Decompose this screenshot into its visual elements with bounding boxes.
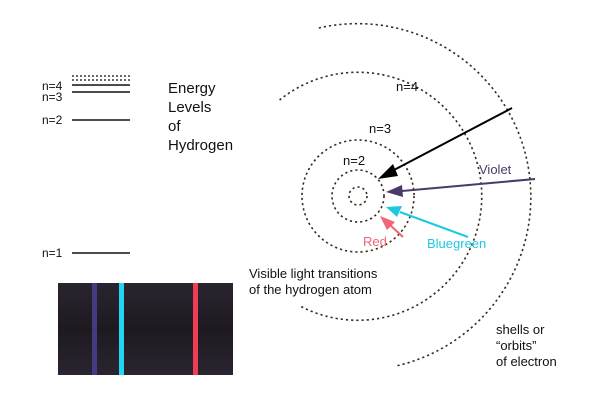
- orbit-n2: [331, 169, 385, 223]
- title-line-1: Energy: [168, 80, 216, 97]
- orbit-n5: [318, 22, 532, 367]
- orbit-n3: [301, 139, 415, 253]
- energy-level-lines: [72, 75, 130, 254]
- title-line-3: of: [168, 118, 181, 135]
- shells-line-2: “orbits”: [496, 338, 537, 353]
- shells-label: shells or “orbits” of electron: [496, 322, 557, 370]
- energy-label-n3: n=3: [42, 90, 63, 104]
- orbit-label-n3: n=3: [369, 121, 392, 136]
- orbit-n1: [348, 186, 368, 206]
- arrow-red-head: [380, 216, 395, 230]
- arrow-bluegreen: [399, 211, 469, 238]
- arrow-red: [389, 224, 404, 238]
- caption-line-2: of the hydrogen atom: [249, 282, 372, 297]
- label-red: Red: [363, 234, 387, 249]
- spectrum-background: [58, 283, 233, 375]
- label-violet: Violet: [479, 162, 512, 177]
- arrow-black: [393, 107, 513, 171]
- shells-line-1: shells or: [496, 322, 545, 337]
- energy-levels-title: Energy Levels of Hydrogen: [168, 79, 233, 155]
- energy-label-n1: n=1: [42, 246, 63, 260]
- spectrum-line-violet: [92, 283, 97, 375]
- spectrum-strip: [58, 283, 233, 375]
- transitions-caption: Visible light transitions of the hydroge…: [249, 266, 377, 298]
- arrow-violet: [401, 178, 536, 192]
- shells-line-3: of electron: [496, 354, 557, 369]
- caption-line-1: Visible light transitions: [249, 266, 378, 281]
- orbit-label-n4: n=4: [396, 79, 419, 94]
- title-line-2: Levels: [168, 99, 212, 116]
- arrow-violet-head: [386, 185, 403, 197]
- spectrum-line-red: [193, 283, 198, 375]
- orbits: [279, 22, 532, 367]
- energy-label-n2: n=2: [42, 113, 63, 127]
- spectrum-line-bluegreen: [119, 283, 124, 375]
- energy-label-n4: n=4: [42, 79, 63, 93]
- arrow-bluegreen-head: [386, 206, 402, 217]
- arrow-black-head: [378, 164, 398, 179]
- label-bluegreen: Bluegreen: [427, 236, 487, 251]
- transition-arrows: [378, 107, 536, 238]
- title-line-4: Hydrogen: [168, 137, 234, 154]
- orbit-label-n2: n=2: [343, 153, 366, 168]
